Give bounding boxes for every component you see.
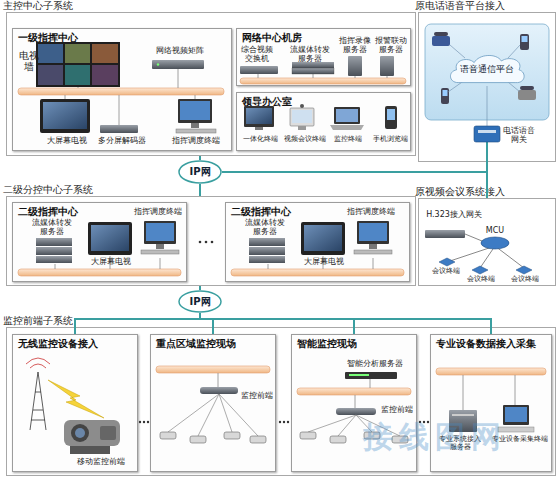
device-label: 电视墙 bbox=[18, 50, 40, 72]
device-label: 电话语音网关 bbox=[501, 127, 537, 145]
ip-network-ellipse: IP网 bbox=[178, 290, 222, 313]
area-title: 一级指挥中心 bbox=[18, 32, 78, 43]
subsystem-title: 原视频会议系统接入 bbox=[415, 186, 505, 197]
device-label: 监控终端 bbox=[330, 136, 366, 144]
device-label: 指挥调度终端 bbox=[343, 208, 399, 217]
subsystem-title: 原电话语音平台接入 bbox=[415, 0, 505, 11]
device-label: 流媒体转发服务器 bbox=[30, 219, 74, 237]
subsystem-box: 监控前端子系统无线监控设备接入重点区域监控现场智能监控现场专业设备数据接入采集 bbox=[6, 327, 556, 476]
device-label: 会议终端 bbox=[507, 276, 543, 284]
device-label: 智能分析服务器 bbox=[340, 360, 410, 369]
device-label: 监控前端 bbox=[378, 406, 416, 415]
device-label: 大屏幕电视 bbox=[299, 258, 349, 267]
network-name: IP网 bbox=[178, 160, 222, 184]
device-label: 视频会议终端 bbox=[280, 136, 330, 144]
device-label: H.323接入网关 bbox=[422, 211, 486, 220]
ellipse-outline bbox=[179, 161, 221, 183]
device-label: 流媒体转发服务器 bbox=[288, 46, 332, 64]
network-link bbox=[199, 184, 201, 196]
subsystem-title: 主控中心子系统 bbox=[3, 0, 73, 11]
area-title: 无线监控设备接入 bbox=[18, 338, 98, 349]
subsystem-title: 监控前端子系统 bbox=[3, 315, 73, 326]
device-label: 大屏幕电视 bbox=[86, 258, 136, 267]
device-label: 会议终端 bbox=[428, 268, 464, 276]
network-name: IP网 bbox=[178, 290, 222, 313]
area-title: 重点区域监控现场 bbox=[156, 338, 236, 349]
network-link bbox=[222, 162, 487, 172]
area-title: 二级指挥中心 bbox=[231, 206, 291, 217]
network-link bbox=[199, 286, 201, 290]
subsystem-box: 主控中心子系统一级指挥中心网络中心机房领导办公室 bbox=[6, 12, 416, 156]
device-label: 指挥调度终端 bbox=[168, 137, 224, 146]
platform-cloud: 语音通信平台 bbox=[447, 53, 527, 85]
area-title: 领导办公室 bbox=[242, 96, 292, 107]
area-title: 专业设备数据接入采集 bbox=[436, 338, 536, 349]
device-label: 一体化终端 bbox=[238, 136, 282, 144]
device-label: 大屏幕电视 bbox=[40, 137, 94, 146]
ip-network-ellipse: IP网 bbox=[178, 160, 222, 184]
device-label: 监控前端 bbox=[238, 392, 276, 401]
area-title: 二级指挥中心 bbox=[18, 206, 78, 217]
device-label: 会议终端 bbox=[463, 276, 499, 284]
subsystem-box: 原电话语音平台接入语音通信平台 bbox=[418, 12, 556, 162]
platform-name: 语音通信平台 bbox=[447, 53, 527, 85]
device-label: 流媒体转发服务器 bbox=[243, 219, 287, 237]
device-label: 报警联动服务器 bbox=[372, 37, 410, 55]
area-title: 网络中心机房 bbox=[242, 32, 302, 43]
device-label: 综合视频交换机 bbox=[238, 46, 276, 64]
device-label: 移动监控前端 bbox=[70, 458, 132, 467]
device-label: 指挥调度终端 bbox=[130, 208, 186, 217]
ellipse-outline bbox=[179, 291, 221, 312]
device-label: 指挥录像服务器 bbox=[336, 37, 374, 55]
watermark: 接线图网 bbox=[330, 420, 540, 454]
network-link bbox=[199, 156, 201, 160]
device-label: MCU bbox=[480, 227, 510, 236]
device-label: 手机浏览端 bbox=[368, 136, 412, 144]
device-label: 网络视频矩阵 bbox=[150, 47, 210, 56]
subsystem-title: 二级分控中心子系统 bbox=[3, 184, 93, 195]
area-box: 重点区域监控现场 bbox=[150, 334, 276, 472]
area-title: 智能监控现场 bbox=[297, 338, 357, 349]
area-box: 无线监控设备接入 bbox=[12, 334, 138, 472]
device-label: 多分屏解码器 bbox=[96, 137, 148, 146]
